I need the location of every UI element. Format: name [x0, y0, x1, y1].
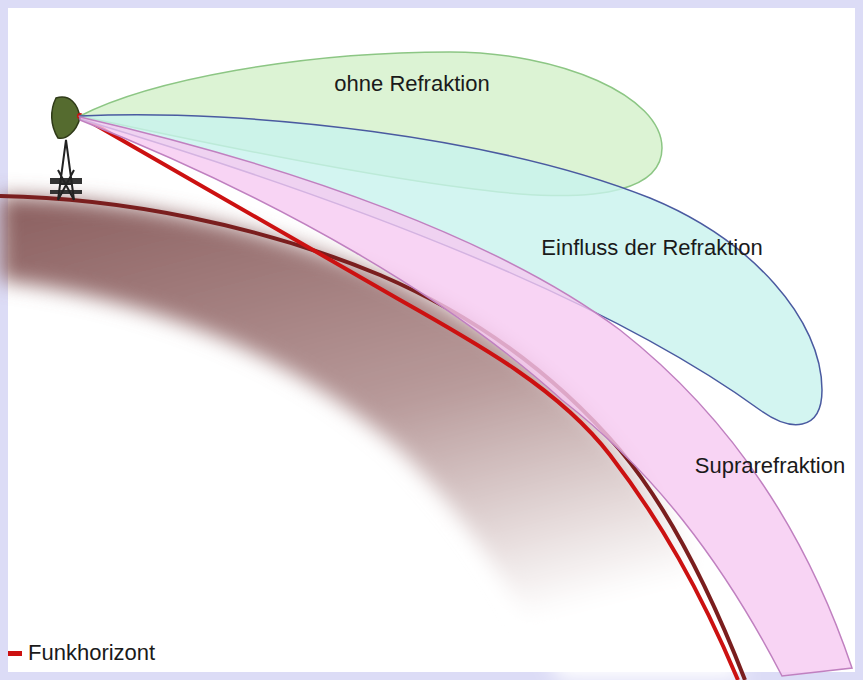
legend-row: Funkhorizont — [8, 640, 155, 666]
legend-text: Funkhorizont — [28, 640, 155, 666]
lobe-label: ohne Refraktion — [334, 72, 489, 96]
legend: Funkhorizont — [8, 640, 155, 666]
lobe-label: Einfluss der Refraktion — [541, 236, 762, 260]
lobe-outline — [76, 110, 856, 680]
legend-line-sample — [8, 651, 22, 656]
radar-station — [50, 97, 83, 200]
beam-lobe: Suprarefraktion — [76, 110, 856, 680]
lobe-label: Suprarefraktion — [695, 454, 845, 478]
